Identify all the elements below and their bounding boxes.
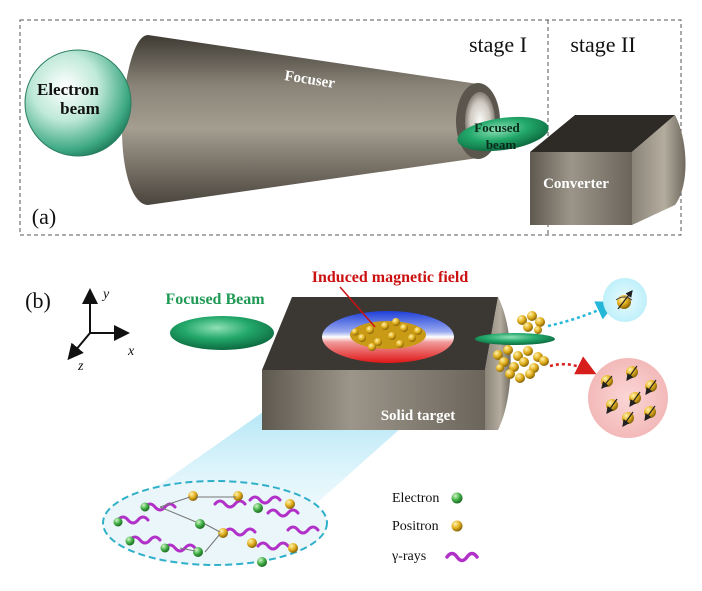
stage-2-label: stage II xyxy=(570,32,635,57)
induced-field-pointer xyxy=(339,286,376,328)
legend-gamma-label: γ-rays xyxy=(391,549,426,564)
legend-positron-label: Positron xyxy=(392,519,439,534)
converter-label: Converter xyxy=(543,176,609,192)
stage-1-label: stage I xyxy=(469,32,527,57)
electron-beam-label-line2: beam xyxy=(60,99,100,118)
focused-beam-ellipsoid xyxy=(457,116,549,152)
converter-block xyxy=(530,115,686,225)
focuser-label: Focuser xyxy=(283,68,336,92)
exiting-beam xyxy=(475,333,555,345)
legend-electron-marker xyxy=(451,492,463,504)
focused-beam-b-label: Focused Beam xyxy=(165,291,265,308)
legend-positron-marker xyxy=(451,520,463,532)
panel-a: Electron beam Focuser Focused beam Conve… xyxy=(19,19,686,236)
arrow-to-cyan-halo xyxy=(547,301,617,328)
focuser-cone xyxy=(122,35,500,205)
legend: Electron Positron γ-rays xyxy=(391,491,479,564)
positron-cloud-upper xyxy=(517,311,545,334)
coordinate-axes: y x z xyxy=(67,287,135,374)
panel-b: (b) y x z Focused Beam Solid target xyxy=(25,269,668,567)
axis-z-label: z xyxy=(77,359,84,374)
panel-a-label: (a) xyxy=(32,204,56,229)
focused-beam-label-line2: beam xyxy=(486,137,517,152)
cascade-contents xyxy=(113,491,320,567)
focused-beam-b-ellipsoid xyxy=(170,316,274,350)
polarized-positron-group xyxy=(601,365,657,427)
panel-a-frame xyxy=(19,19,682,236)
induced-field-label: Induced magnetic field xyxy=(312,269,469,286)
axis-y-label: y xyxy=(101,287,110,302)
panel-b-label: (b) xyxy=(25,288,51,313)
positron-cloud-lower xyxy=(493,345,549,383)
arrow-to-red-halo xyxy=(549,356,597,375)
legend-electron-label: Electron xyxy=(392,491,439,506)
electron-beam-label-line1: Electron xyxy=(37,80,100,99)
positron-bunch-in-target xyxy=(350,318,426,351)
electron-beam-sphere xyxy=(24,49,132,157)
axis-x-label: x xyxy=(127,344,135,359)
polarized-positron-single xyxy=(615,290,633,310)
cascade-ellipse xyxy=(102,480,328,566)
legend-gamma-marker xyxy=(445,551,479,563)
solid-target-label: Solid target xyxy=(381,408,456,424)
focused-beam-label-line1: Focused xyxy=(474,120,520,135)
